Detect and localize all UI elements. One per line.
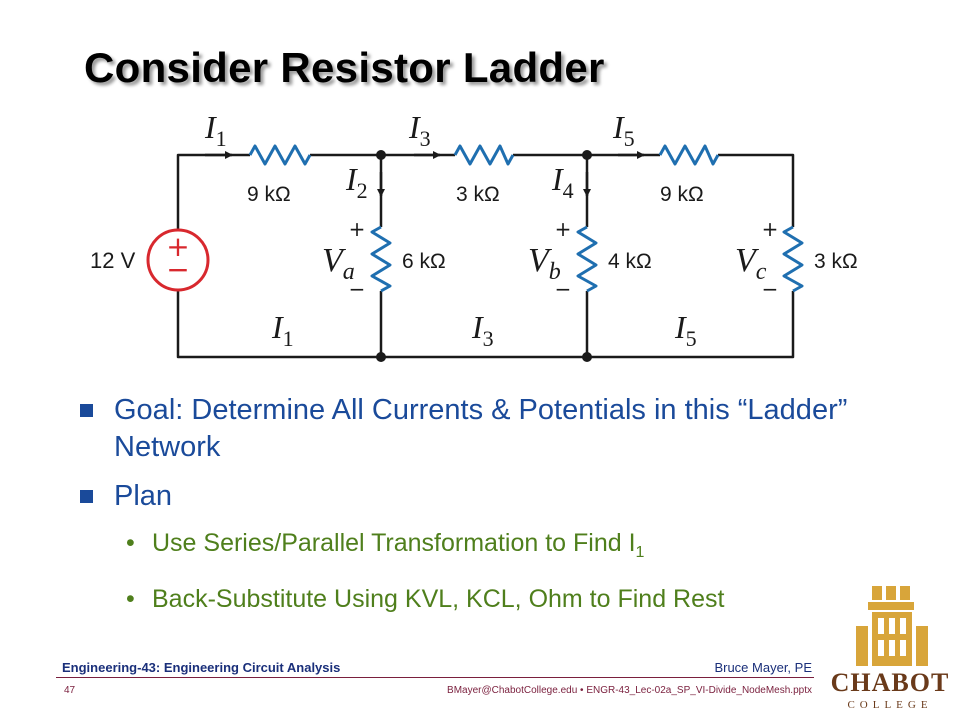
subscript: 1 bbox=[635, 544, 645, 561]
footer-author: Bruce Mayer, PE bbox=[714, 660, 812, 675]
va-minus: − bbox=[349, 277, 366, 301]
junction-dots bbox=[376, 150, 592, 362]
footer-course: Engineering-43: Engineering Circuit Anal… bbox=[62, 660, 341, 675]
resistor-r2 bbox=[370, 225, 392, 293]
resistor-r1 bbox=[248, 144, 312, 166]
bullet-plan: Plan bbox=[80, 478, 900, 515]
sub-bullet-back-substitute: • Back-Substitute Using KVL, KCL, Ohm to… bbox=[80, 583, 900, 615]
bullet-text: Plan bbox=[114, 480, 173, 512]
sub-bullet-series-parallel: • Use Series/Parallel Transformation to … bbox=[80, 527, 900, 569]
round-bullet-icon: • bbox=[126, 529, 135, 557]
footer-file-info: BMayer@ChabotCollege.edu • ENGR-43_Lec-0… bbox=[447, 685, 812, 696]
bullet-goal: Goal: Determine All Currents & Potential… bbox=[80, 392, 900, 466]
bullet-list: Goal: Determine All Currents & Potential… bbox=[80, 392, 900, 629]
current-label-i3-bottom: I3 bbox=[471, 309, 494, 351]
bullet-text: Back-Substitute Using KVL, KCL, Ohm to F… bbox=[152, 585, 725, 613]
slide-title: Consider Resistor Ladder bbox=[84, 44, 605, 91]
current-label-i1-top: I1 bbox=[204, 109, 227, 151]
source-minus: − bbox=[166, 253, 189, 286]
resistor-r4-value: 4 kΩ bbox=[608, 250, 652, 273]
resistor-r3-value: 3 kΩ bbox=[456, 183, 500, 206]
source-voltage-label: 12 V bbox=[90, 248, 136, 273]
vc-minus: − bbox=[762, 277, 779, 301]
current-label-i3-top: I3 bbox=[408, 109, 431, 151]
voltage-label-vb: Vb bbox=[528, 242, 561, 285]
square-bullet-icon bbox=[80, 490, 93, 503]
resistor-r4 bbox=[576, 225, 598, 293]
junction-dot bbox=[582, 150, 592, 160]
vc-plus: + bbox=[762, 217, 779, 241]
resistor-r5-value: 9 kΩ bbox=[660, 183, 704, 206]
current-label-i5-bottom: I5 bbox=[674, 309, 697, 351]
resistor-r5 bbox=[658, 144, 720, 166]
footer-divider bbox=[56, 677, 814, 678]
resistor-ladder-circuit: + − 12 V 9 kΩ 3 kΩ 9 kΩ 6 kΩ 4 kΩ 3 kΩ I… bbox=[90, 109, 858, 362]
resistor-r1-value: 9 kΩ bbox=[247, 183, 291, 206]
current-label-i4: I4 bbox=[551, 161, 574, 203]
junction-dot bbox=[376, 150, 386, 160]
current-label-i5-top: I5 bbox=[612, 109, 635, 151]
junction-dot bbox=[376, 352, 386, 362]
junction-dot bbox=[582, 352, 592, 362]
current-arrows bbox=[205, 151, 645, 197]
page-number: 47 bbox=[64, 685, 76, 696]
resistor-r2-value: 6 kΩ bbox=[402, 250, 446, 273]
bullet-text: Use Series/Parallel Transformation to Fi… bbox=[152, 529, 636, 557]
round-bullet-icon: • bbox=[126, 585, 135, 613]
square-bullet-icon bbox=[80, 404, 93, 417]
tower-logo-icon bbox=[856, 586, 928, 666]
chabot-college-logo: CHABOT COLLEGE bbox=[826, 582, 954, 718]
vb-plus: + bbox=[555, 217, 572, 241]
vb-minus: − bbox=[555, 277, 572, 301]
logo-name: CHABOT bbox=[830, 668, 950, 697]
bullet-text: Goal: Determine All Currents & Potential… bbox=[114, 394, 848, 463]
va-plus: + bbox=[349, 217, 366, 241]
logo-sub: COLLEGE bbox=[847, 699, 933, 711]
current-label-i1-bottom: I1 bbox=[271, 309, 294, 351]
resistor-r3 bbox=[453, 144, 515, 166]
source-plus: + bbox=[166, 230, 189, 263]
current-label-i2: I2 bbox=[345, 161, 368, 203]
resistor-r6-value: 3 kΩ bbox=[814, 250, 858, 273]
resistor-r6 bbox=[782, 225, 804, 293]
voltage-source bbox=[146, 228, 210, 292]
